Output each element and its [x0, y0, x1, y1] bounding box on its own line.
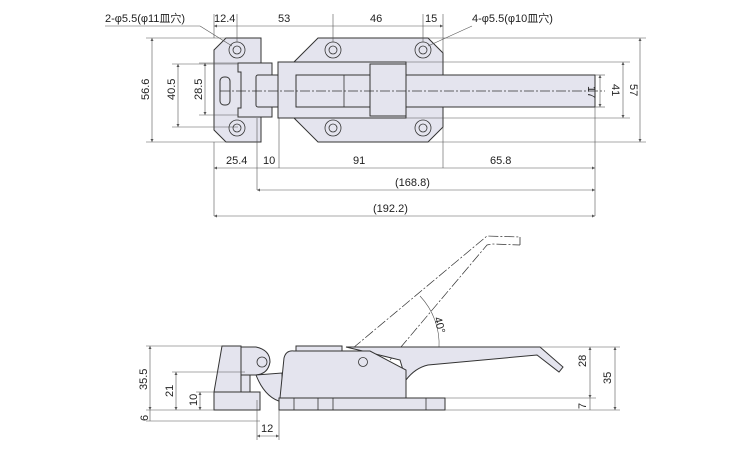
- dim-35: 35: [602, 372, 614, 384]
- dim-91: 91: [353, 155, 365, 167]
- dim-10-side: 10: [188, 394, 200, 406]
- side-dimensions: 35.5 21 10 6 12 28 7 35: [138, 345, 620, 440]
- dim-12: 12: [261, 423, 273, 435]
- right-dimensions: 17 41 57: [406, 37, 646, 143]
- dim-46: 46: [370, 13, 382, 25]
- dim-192-2: (192.2): [373, 203, 408, 215]
- dim-53: 53: [278, 13, 290, 25]
- dim-7: 7: [577, 403, 589, 409]
- dim-21: 21: [164, 385, 176, 397]
- dim-41: 41: [609, 84, 621, 96]
- dim-65-8: 65.8: [490, 155, 511, 167]
- bottom-dimensions: 25.4 10 91 65.8 (168.8) (192.2): [213, 107, 596, 218]
- angle-40: 40°: [431, 316, 447, 335]
- keeper-base: [213, 391, 261, 411]
- dim-12-4: 12.4: [214, 13, 235, 25]
- dim-15: 15: [425, 13, 437, 25]
- open-lever-outline: [352, 235, 521, 361]
- dim-28-5: 28.5: [193, 79, 205, 100]
- lever-hinge: [369, 63, 407, 117]
- keeper-hole: [228, 119, 246, 137]
- left-dimensions: 56.6 40.5 28.5: [140, 37, 238, 143]
- callout-plate-holes: 4-φ5.5(φ10皿穴): [472, 11, 553, 25]
- dim-35-5: 35.5: [138, 369, 150, 390]
- dim-25-4: 25.4: [226, 155, 247, 167]
- latch-housing: [279, 350, 407, 399]
- dim-56-6: 56.6: [140, 79, 152, 100]
- callout-keeper-holes: 2-φ5.5(φ11皿穴): [105, 11, 185, 25]
- angle-arc: [419, 295, 440, 349]
- keeper-knob: [240, 346, 271, 376]
- dim-6: 6: [139, 415, 151, 421]
- pivot-hole: [358, 357, 368, 367]
- top-strip: [295, 345, 343, 352]
- top-view: 12.4 53 46 15 2-φ5.5(φ11皿穴) 4-φ5.5(φ10皿穴…: [105, 11, 646, 218]
- dim-17: 17: [585, 86, 597, 98]
- latch-base: [278, 397, 446, 411]
- dim-28: 28: [577, 355, 589, 367]
- dim-40-5: 40.5: [166, 79, 178, 100]
- dim-168-8: (168.8): [395, 177, 430, 189]
- dim-57: 57: [627, 84, 639, 96]
- top-dimensions: 12.4 53 46 15 2-φ5.5(φ11皿穴) 4-φ5.5(φ10皿穴…: [105, 11, 553, 53]
- side-view: 40° 35.5 21 10 6 12: [138, 235, 620, 440]
- keeper-upright: [213, 345, 242, 393]
- dim-10: 10: [263, 155, 275, 167]
